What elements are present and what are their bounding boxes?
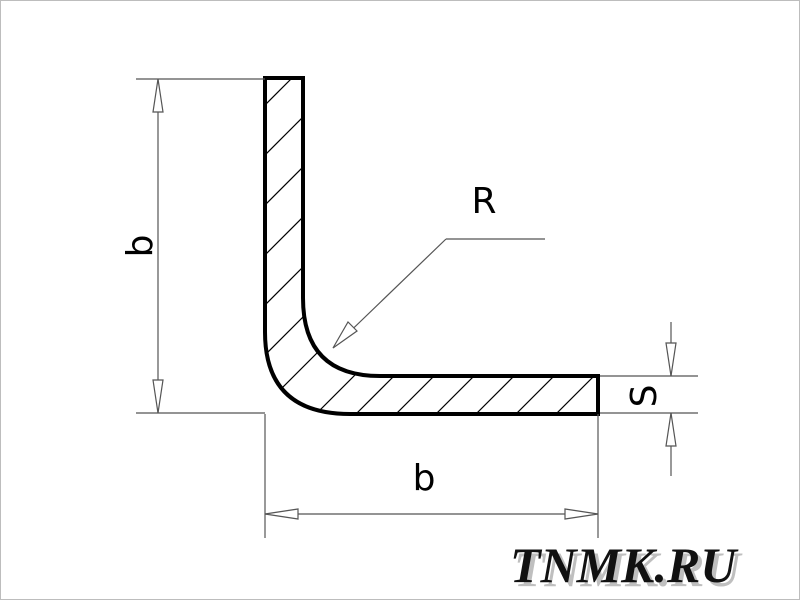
thickness-label: S xyxy=(624,385,665,408)
watermark-shadow: TNMK.RU xyxy=(514,541,743,597)
watermark-text: TNMK.RU xyxy=(510,537,739,593)
width-label: b xyxy=(413,458,436,499)
profile-outline xyxy=(263,76,600,416)
height-dimension xyxy=(152,78,164,414)
section-hatching xyxy=(265,78,598,414)
radius-leader xyxy=(332,238,545,349)
width-dimension xyxy=(264,508,599,520)
radius-label: R xyxy=(471,181,496,222)
thickness-dimension xyxy=(665,322,677,476)
height-label: b xyxy=(120,235,161,258)
